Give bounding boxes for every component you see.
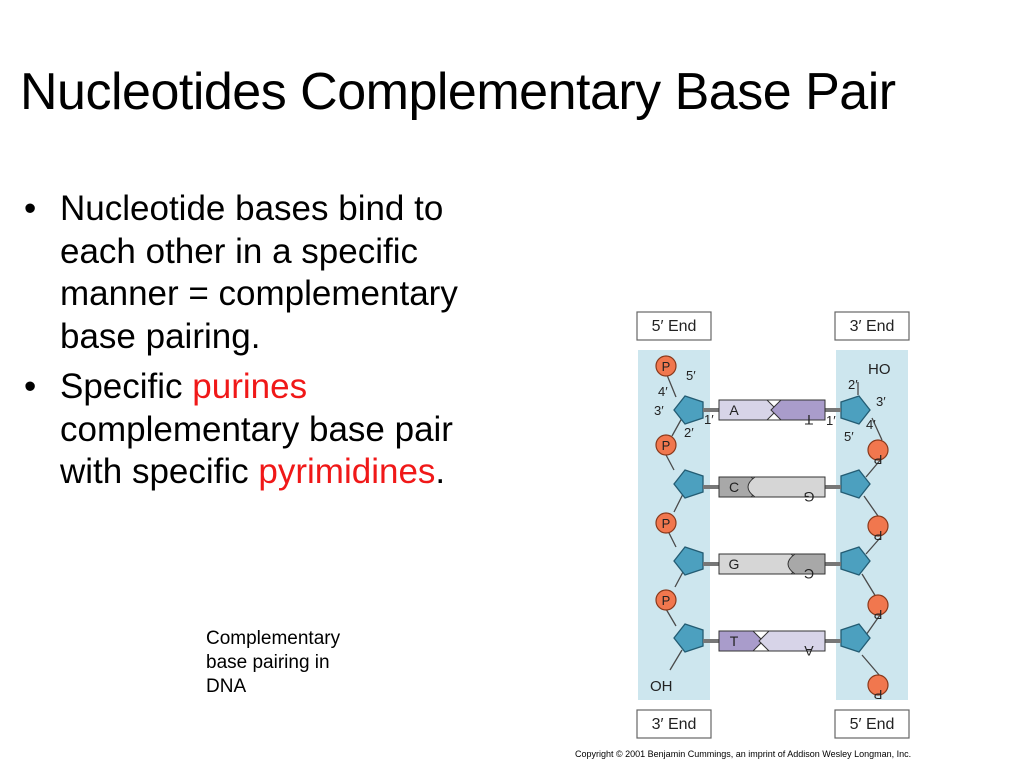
left-base-letter: A xyxy=(729,402,739,418)
bullet-line: manner = complementary xyxy=(60,273,567,316)
svg-text:P: P xyxy=(662,359,671,374)
bullet-marker: • xyxy=(24,367,37,406)
right-top-end-label: 3′ End xyxy=(850,318,895,335)
svg-text:P: P xyxy=(662,593,671,608)
left-base xyxy=(718,630,764,652)
bullet-text: . xyxy=(435,452,446,491)
bullet-line: Specific purines xyxy=(60,366,567,409)
right-base-letter: T xyxy=(804,412,813,428)
right-backbone xyxy=(857,382,883,677)
svg-text:P: P xyxy=(874,607,883,622)
bullet-line: each other in a specific xyxy=(60,231,567,274)
bullet-line: complementary base pair xyxy=(60,409,567,452)
base-pair: GC xyxy=(703,553,841,582)
carbon-label-right-five: 5′ xyxy=(844,429,854,444)
highlighted-term: purines xyxy=(192,367,308,406)
left-base-letter: C xyxy=(729,479,739,495)
right-phosphate: P xyxy=(867,674,889,702)
right-base-letter: C xyxy=(804,566,814,582)
right-base-letter: A xyxy=(804,643,814,659)
svg-text:P: P xyxy=(874,687,883,702)
bullet-line: base pairing. xyxy=(60,316,567,359)
svg-text:P: P xyxy=(662,516,671,531)
slide-title: Nucleotides Complementary Base Pair xyxy=(20,63,896,121)
right-phosphate: P xyxy=(867,515,889,543)
base-pair: TA xyxy=(703,630,841,659)
left-base-stem xyxy=(703,562,719,566)
base-pair: AT xyxy=(703,399,841,428)
right-base-stem xyxy=(825,408,841,412)
left-base-stem xyxy=(703,408,719,412)
left-base-letter: T xyxy=(730,633,739,649)
left-top-end-box: 5′ End xyxy=(636,311,712,341)
right-base xyxy=(787,553,826,575)
left-sugar xyxy=(673,623,704,653)
left-base-stem xyxy=(703,639,719,643)
right-phosphate: P xyxy=(867,439,889,467)
left-phosphate: P xyxy=(655,434,677,456)
left-base xyxy=(718,399,778,421)
right-phosphate: P xyxy=(867,594,889,622)
base-pair: CG xyxy=(703,476,841,505)
left-sugar xyxy=(673,395,704,425)
bullet-text: with specific xyxy=(60,452,259,491)
left-phosphate: P xyxy=(655,512,677,534)
right-base xyxy=(770,399,826,421)
carbon-label-right-one: 1′ xyxy=(826,413,836,428)
bullet-line: Nucleotide bases bind to xyxy=(60,188,567,231)
right-base-stem xyxy=(825,485,841,489)
carbon-label-left-four: 4′ xyxy=(658,384,668,399)
right-base-stem xyxy=(825,639,841,643)
carbon-label-right-three: 3′ xyxy=(876,394,886,409)
bullet-text: Specific xyxy=(60,367,193,406)
left-phosphate: P xyxy=(655,589,677,611)
left-bottom-end-label: 3′ End xyxy=(652,716,697,733)
right-bottom-end-box: 5′ End xyxy=(834,709,910,739)
copyright-notice: Copyright © 2001 Benjamin Cummings, an i… xyxy=(575,749,912,759)
right-base-letter: G xyxy=(804,489,815,505)
left-base-stem xyxy=(703,485,719,489)
right-sugar xyxy=(840,469,871,499)
right-bottom-end-label: 5′ End xyxy=(850,716,895,733)
right-hydroxyl-label: HO xyxy=(868,361,891,378)
right-base xyxy=(747,476,826,498)
svg-text:P: P xyxy=(662,438,671,453)
bullet-marker: • xyxy=(24,189,37,228)
carbon-label-left-five: 5′ xyxy=(686,368,696,383)
left-sugar xyxy=(673,546,704,576)
left-sugar xyxy=(673,469,704,499)
figure-caption: Complementary base pairing in DNA xyxy=(206,628,341,697)
bullet-text: manner = complementary xyxy=(60,274,458,313)
highlighted-term: pyrimidines xyxy=(258,452,436,491)
bullet-text: base pairing. xyxy=(60,316,261,356)
left-base-letter: G xyxy=(729,556,740,572)
carbon-label-left-two: 2′ xyxy=(684,425,694,440)
right-base-stem xyxy=(825,562,841,566)
left-backbone xyxy=(664,374,685,671)
bullet-text: Nucleotide bases bind to xyxy=(60,189,444,228)
carbon-label-left-three: 3′ xyxy=(654,403,664,418)
left-bottom-end-box: 3′ End xyxy=(636,709,712,739)
right-base xyxy=(758,630,826,652)
carbon-label-right-two: 2′ xyxy=(848,377,858,392)
right-sugar xyxy=(840,395,871,425)
left-top-end-label: 5′ End xyxy=(652,318,697,335)
svg-text:P: P xyxy=(874,528,883,543)
left-phosphate: P xyxy=(655,355,677,377)
carbon-label-right-four: 4′ xyxy=(866,417,876,432)
bullet-text: complementary base pair xyxy=(60,409,453,449)
right-sugar xyxy=(840,623,871,653)
dna-base-pairing-diagram: 5′ End 3′ End 3′ End 5′ End P P P P xyxy=(636,311,910,739)
right-sugar xyxy=(840,546,871,576)
bullet-text: each other in a specific xyxy=(60,231,418,271)
bullet-line: with specific pyrimidines. xyxy=(60,451,567,494)
svg-text:P: P xyxy=(874,452,883,467)
left-hydroxyl-label: OH xyxy=(650,678,673,695)
carbon-label-left-one: 1′ xyxy=(704,412,714,427)
right-top-end-box: 3′ End xyxy=(834,311,910,341)
